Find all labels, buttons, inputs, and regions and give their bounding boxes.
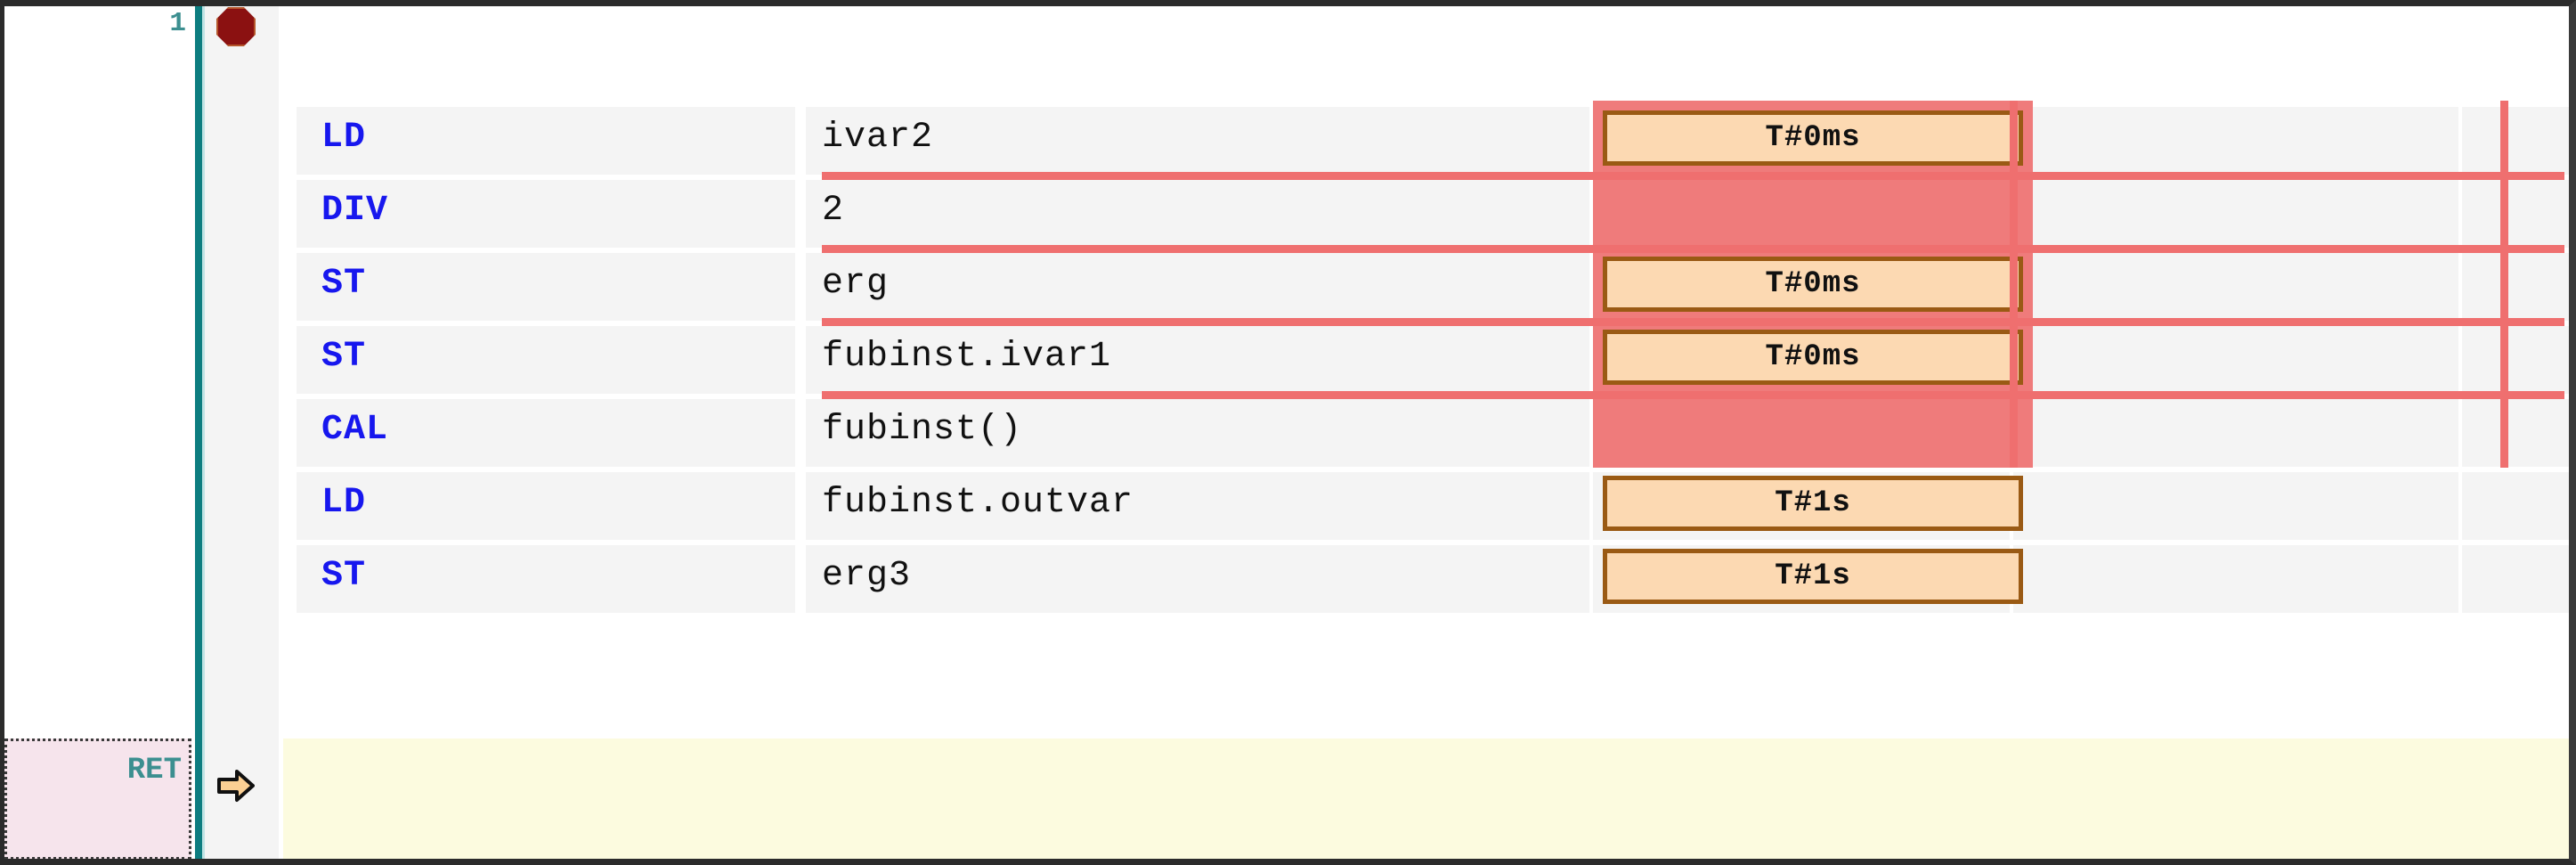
- instruction-row[interactable]: DIV 2: [279, 177, 2569, 250]
- operand-cell[interactable]: 2: [806, 180, 1589, 248]
- instruction-row[interactable]: CAL fubinst(): [279, 396, 2569, 469]
- operator-cell[interactable]: DIV: [297, 180, 795, 248]
- comment-cell[interactable]: [2013, 472, 2458, 540]
- extra-cell[interactable]: [2462, 180, 2569, 248]
- operand-cell[interactable]: ivar2: [806, 107, 1589, 175]
- return-label: RET: [126, 754, 182, 787]
- breakpoint-octagon-icon[interactable]: [216, 7, 256, 46]
- operator-text: ST: [321, 556, 367, 596]
- extra-cell[interactable]: [2462, 326, 2569, 394]
- line-number: 1: [169, 8, 186, 39]
- comment-cell[interactable]: [2013, 253, 2458, 321]
- return-cell[interactable]: RET: [4, 739, 191, 859]
- operand-cell[interactable]: fubinst.ivar1: [806, 326, 1589, 394]
- operand-text: fubinst.outvar: [822, 483, 1134, 523]
- operand-cell[interactable]: erg3: [806, 545, 1589, 613]
- operand-cell[interactable]: fubinst(): [806, 399, 1589, 467]
- instruction-row[interactable]: ST erg3: [279, 543, 2569, 616]
- operator-text: ST: [321, 337, 367, 377]
- execution-arrow-icon: [217, 769, 255, 803]
- gutter-separator-bar: [195, 6, 205, 859]
- value-cell[interactable]: [1593, 399, 2010, 467]
- value-cell[interactable]: [1593, 253, 2010, 321]
- operand-text: erg: [822, 264, 890, 304]
- value-cell[interactable]: [1593, 545, 2010, 613]
- operand-text: fubinst(): [822, 410, 1023, 450]
- extra-cell[interactable]: [2462, 253, 2569, 321]
- comment-cell[interactable]: [2013, 326, 2458, 394]
- instruction-row[interactable]: ST erg: [279, 250, 2569, 323]
- operand-text: erg3: [822, 556, 912, 596]
- comment-cell[interactable]: [2013, 180, 2458, 248]
- operator-text: ST: [321, 264, 367, 304]
- operator-text: CAL: [321, 410, 389, 450]
- operator-text: DIV: [321, 191, 389, 231]
- operator-cell[interactable]: LD: [297, 472, 795, 540]
- value-cell[interactable]: [1593, 326, 2010, 394]
- operand-cell[interactable]: fubinst.outvar: [806, 472, 1589, 540]
- extra-cell[interactable]: [2462, 472, 2569, 540]
- line-number-gutter: 1 RET: [4, 6, 195, 859]
- operand-cell[interactable]: erg: [806, 253, 1589, 321]
- instruction-row[interactable]: LD fubinst.outvar: [279, 469, 2569, 543]
- extra-cell[interactable]: [2462, 107, 2569, 175]
- operator-cell[interactable]: ST: [297, 253, 795, 321]
- operator-cell[interactable]: ST: [297, 326, 795, 394]
- comment-cell[interactable]: [2013, 399, 2458, 467]
- instruction-row[interactable]: ST fubinst.ivar1: [279, 323, 2569, 396]
- operand-text: ivar2: [822, 118, 934, 158]
- extra-cell[interactable]: [2462, 399, 2569, 467]
- highlighted-empty-row[interactable]: [283, 739, 2569, 859]
- breakpoint-gutter[interactable]: [205, 6, 279, 859]
- operand-text: fubinst.ivar1: [822, 337, 1112, 377]
- operator-cell[interactable]: CAL: [297, 399, 795, 467]
- instruction-row[interactable]: LD ivar2: [279, 104, 2569, 177]
- operator-text: LD: [321, 483, 367, 523]
- comment-cell[interactable]: [2013, 545, 2458, 613]
- operator-text: LD: [321, 118, 367, 158]
- value-cell[interactable]: [1593, 472, 2010, 540]
- extra-cell[interactable]: [2462, 545, 2569, 613]
- value-cell[interactable]: [1593, 180, 2010, 248]
- operator-cell[interactable]: LD: [297, 107, 795, 175]
- comment-cell[interactable]: [2013, 107, 2458, 175]
- operand-text: 2: [822, 191, 845, 231]
- value-cell[interactable]: [1593, 107, 2010, 175]
- operator-cell[interactable]: ST: [297, 545, 795, 613]
